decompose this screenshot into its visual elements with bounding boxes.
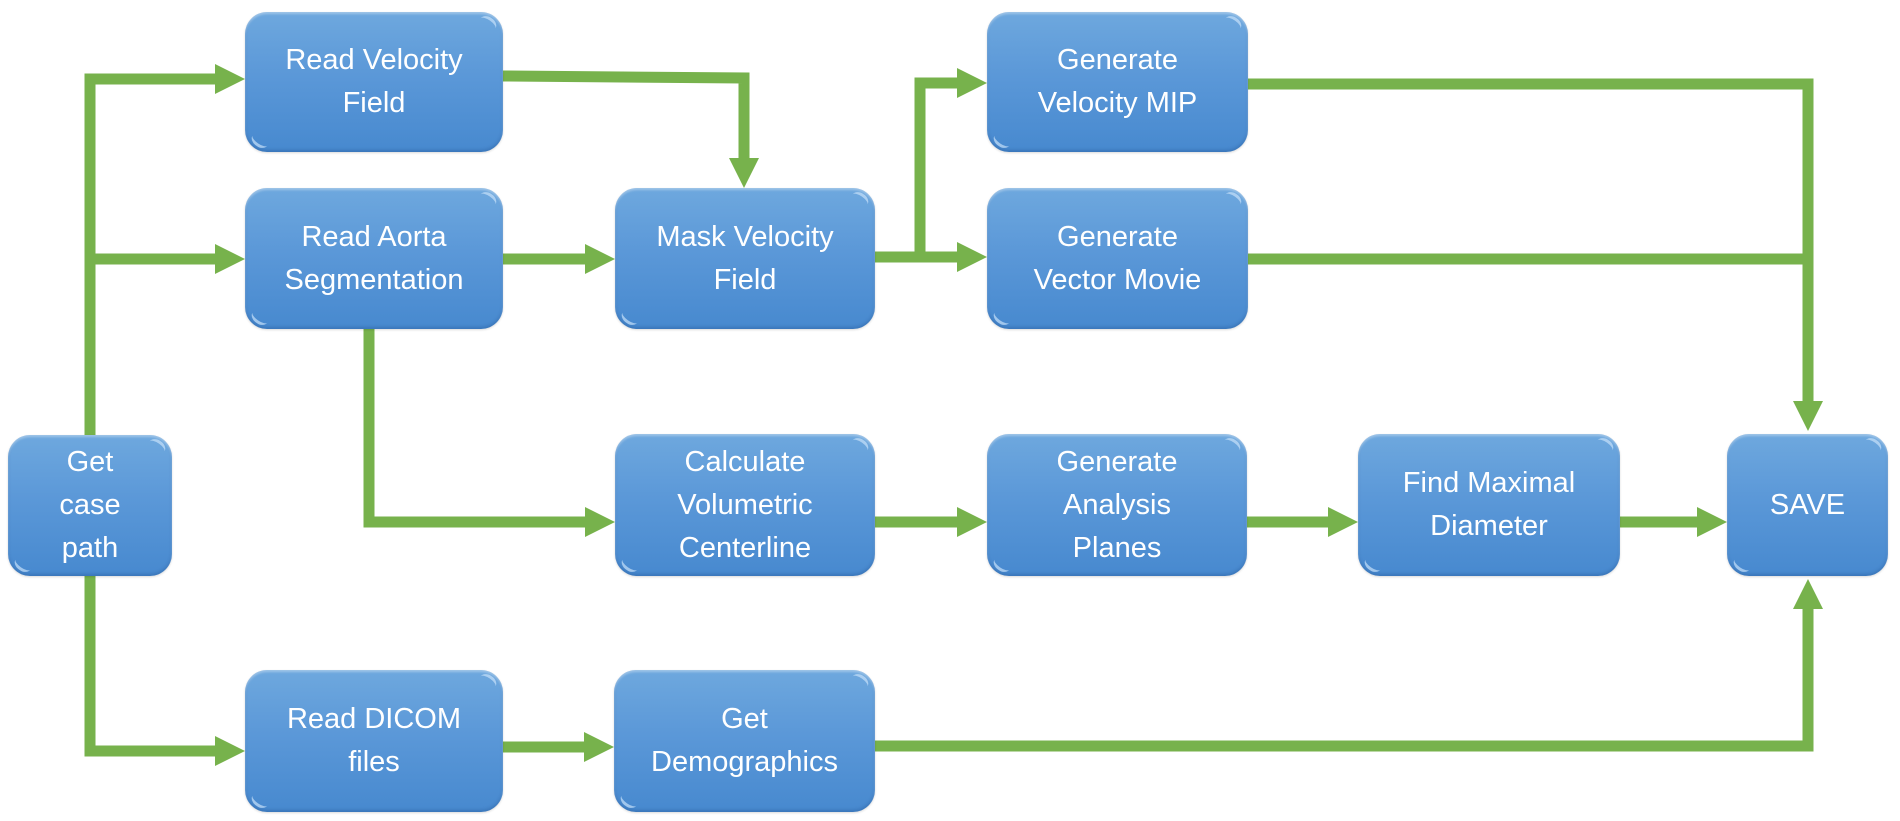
connector-demographics-to-save	[875, 606, 1814, 752]
arrowhead-to-save-from-bottom	[1793, 579, 1823, 609]
node-label: Read DICOM files	[286, 703, 462, 778]
connector-mip-to-save	[1248, 78, 1814, 404]
node-read-dicom-files[interactable]: Read DICOM files	[245, 670, 503, 812]
arrowhead-to-read-aorta	[215, 244, 245, 274]
node-label: Read Aorta Segmentation	[284, 220, 464, 296]
node-label: Generate Vector Movie	[1033, 220, 1202, 296]
node-calculate-volumetric-centerline[interactable]: Calculate Volumetric Centerline	[615, 434, 875, 576]
arrowhead-to-demographics	[584, 732, 614, 762]
node-label: Get case path	[59, 446, 121, 564]
arrowhead-to-read-velocity	[215, 64, 245, 94]
node-read-aorta-segmentation[interactable]: Read Aorta Segmentation	[245, 188, 503, 329]
node-generate-velocity-mip[interactable]: Generate Velocity MIP	[987, 12, 1248, 152]
arrowhead-to-planes	[957, 507, 987, 537]
node-label: Mask Velocity Field	[656, 220, 834, 296]
node-save[interactable]: SAVE	[1727, 434, 1888, 576]
connector-mask-to-mip	[914, 77, 960, 257]
arrowhead-to-mask-from-top	[729, 158, 759, 188]
node-label: SAVE	[1769, 488, 1846, 521]
node-mask-velocity-field[interactable]: Mask Velocity Field	[615, 188, 875, 329]
node-generate-vector-movie[interactable]: Generate Vector Movie	[987, 188, 1248, 329]
connector-case-to-velocity	[84, 73, 218, 435]
node-read-velocity-field[interactable]: Read Velocity Field	[245, 12, 503, 152]
arrowhead-to-mip	[957, 68, 987, 98]
node-label: Generate Analysis Planes	[1056, 445, 1178, 564]
connector-velocity-to-mask	[502, 70, 750, 160]
node-find-maximal-diameter[interactable]: Find Maximal Diameter	[1358, 434, 1620, 576]
arrowhead-to-diameter	[1328, 507, 1358, 537]
node-label: Find Maximal Diameter	[1402, 467, 1576, 542]
node-get-demographics[interactable]: Get Demographics	[614, 670, 875, 812]
arrowhead-to-centerline	[585, 507, 615, 537]
arrowhead-to-read-dicom	[215, 736, 245, 766]
node-label: Generate Velocity MIP	[1037, 44, 1198, 119]
node-label: Get Demographics	[651, 703, 838, 778]
arrowhead-to-mask-from-left	[585, 244, 615, 274]
node-label: Read Velocity Field	[285, 44, 463, 119]
node-label: Calculate Volumetric Centerline	[677, 445, 813, 564]
connector-aorta-to-centerline	[363, 329, 588, 528]
arrowhead-to-save-from-left	[1697, 507, 1727, 537]
node-generate-analysis-planes[interactable]: Generate Analysis Planes	[987, 434, 1247, 576]
arrowhead-to-save-from-top	[1793, 401, 1823, 431]
connector-case-to-dicom	[84, 576, 218, 757]
arrowhead-to-vector-movie	[957, 242, 987, 272]
node-get-case-path[interactable]: Get case path	[8, 435, 172, 576]
